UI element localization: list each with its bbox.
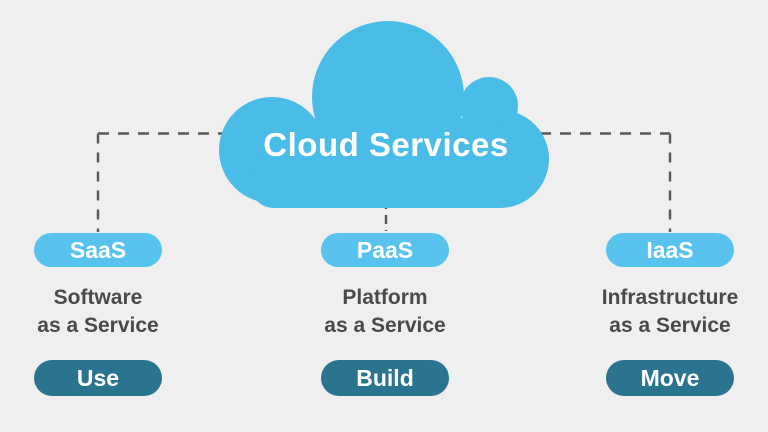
iaas-badge: IaaS [606,233,734,267]
iaas-label-line1: Infrastructure [601,286,739,309]
paas-action-badge: Build [321,360,449,396]
cloud-title: Cloud Services [263,126,509,163]
saas-label-line1: Software [53,286,143,309]
paas-badge: PaaS [321,233,449,267]
paas-label-line2: as a Service [324,314,446,337]
saas-badge: SaaS [34,233,162,267]
saas-label: Software as a Service [0,284,208,340]
iaas-action-badge: Move [606,360,734,396]
saas-action-badge: Use [34,360,162,396]
paas-label-line1: Platform [342,286,428,309]
cloud-shape [219,21,549,208]
saas-label-line2: as a Service [37,314,159,337]
iaas-label: Infrastructure as a Service [560,284,768,340]
iaas-label-line2: as a Service [609,314,731,337]
paas-label: Platform as a Service [275,284,495,340]
